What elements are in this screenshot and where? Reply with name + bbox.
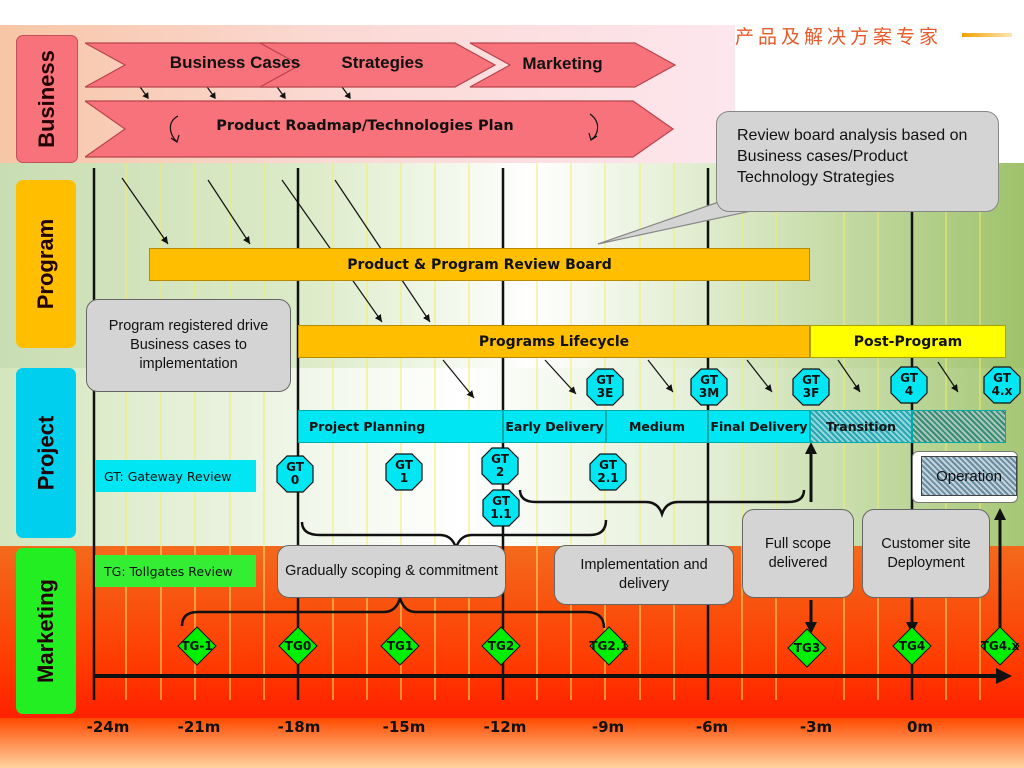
tollgate-legend: TG: Tollgates Review <box>95 555 256 587</box>
axis-tick: -21m <box>177 718 221 736</box>
axis-tick: -24m <box>86 718 130 736</box>
programs-lifecycle-bar: Programs Lifecycle <box>298 325 810 358</box>
gateway-gt4x: GT 4.x <box>983 366 1021 404</box>
chevron-marketing: Marketing <box>522 54 603 73</box>
phase-medium: Medium <box>606 410 708 443</box>
full-scope-note: Full scope delivered <box>742 509 854 598</box>
post-program-bar: Post-Program <box>810 325 1006 358</box>
lane-business: Business <box>16 35 78 163</box>
tollgate-tg0: TG0 <box>278 626 318 666</box>
axis-tick: -18m <box>277 718 321 736</box>
gateway-gt1-1: GT 1.1 <box>482 489 520 527</box>
axis-band <box>0 718 1024 768</box>
tollgate-tg3: TG3 <box>787 628 827 668</box>
tollgate-tg2: TG2 <box>481 626 521 666</box>
program-registered-note: Program registered drive Business cases … <box>86 299 291 392</box>
customer-site-note: Customer site Deployment <box>862 509 990 598</box>
gateway-gt0: GT 0 <box>276 455 314 493</box>
operation-box: Operation <box>921 456 1017 496</box>
gateway-gt3f: GT 3F <box>792 368 830 406</box>
lane-marketing: Marketing <box>16 548 76 714</box>
scoping-note: Gradually scoping & commitment <box>277 545 506 598</box>
gateway-gt2: GT 2 <box>481 447 519 485</box>
axis-tick: -12m <box>483 718 527 736</box>
brand-underline <box>962 33 1012 37</box>
gateway-gt4: GT 4 <box>890 366 928 404</box>
phase-early-delivery: Early Delivery <box>503 410 606 443</box>
tollgate-tg4: TG4 <box>892 626 932 666</box>
roadmap-chevron: Product Roadmap/Technologies Plan <box>216 118 514 134</box>
axis-tick: -6m <box>695 718 729 736</box>
phase-transition: Transition <box>810 410 912 443</box>
axis-tick: -15m <box>382 718 426 736</box>
tollgate-tg2-1: TG2.1 <box>589 626 629 666</box>
phase-final-delivery: Final Delivery <box>708 410 810 443</box>
gateway-gt2-1: GT 2.1 <box>589 453 627 491</box>
axis-tick: -9m <box>591 718 625 736</box>
tollgate-tg-1: TG-1 <box>177 626 217 666</box>
review-callout: Review board analysis based on Business … <box>716 111 999 212</box>
chevron-strategies: Strategies <box>341 53 424 72</box>
phase-project-planning: Project Planning <box>298 410 503 443</box>
tollgate-tg4x: TG4.x <box>980 626 1020 666</box>
lane-project: Project <box>16 368 76 538</box>
lane-program: Program <box>16 180 76 348</box>
review-board-bar: Product & Program Review Board <box>149 248 810 281</box>
gateway-gt3e: GT 3E <box>586 368 624 406</box>
phase-transition-extension <box>912 410 1006 443</box>
gateway-legend: GT: Gateway Review <box>95 460 256 492</box>
implementation-note: Implementation and delivery <box>554 545 734 605</box>
axis-tick: 0m <box>906 718 934 736</box>
axis-tick: -3m <box>799 718 833 736</box>
chevron-business-cases: Business Cases <box>169 53 301 72</box>
brand-text: 产品及解决方案专家 <box>735 26 943 48</box>
gateway-gt1: GT 1 <box>385 453 423 491</box>
tollgate-tg1: TG1 <box>380 626 420 666</box>
business-chevrons <box>85 42 677 158</box>
gateway-gt3m: GT 3M <box>690 368 728 406</box>
